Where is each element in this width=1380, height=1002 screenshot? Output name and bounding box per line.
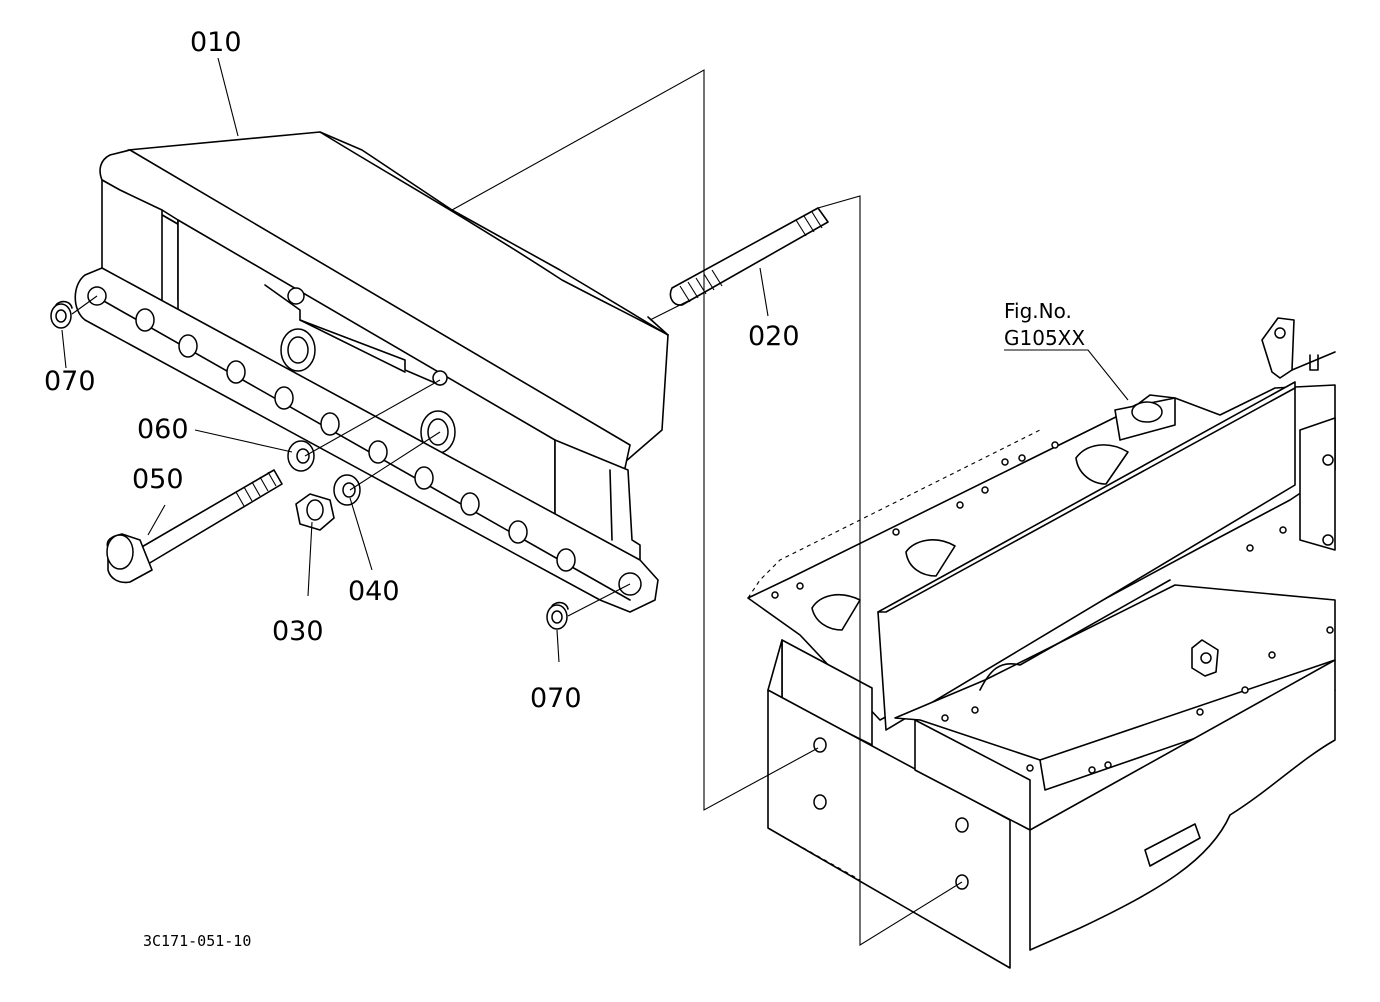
callout-020: 020 [748,321,800,352]
callout-050: 050 [132,464,184,495]
callout-070-right: 070 [530,683,582,714]
leader-lines [61,57,1129,663]
part-010-bracket [74,131,669,613]
part-040-washer [333,474,361,506]
fig-reference-number: G105XX [1004,326,1085,350]
callout-030: 030 [272,616,324,647]
fig-reference-label: Fig.No. [1004,299,1072,323]
part-060-washer [287,440,315,472]
part-070-plug-left [50,300,73,329]
part-070-plug-right [546,601,569,630]
frame-assembly [747,317,1336,969]
part-020-stud [669,207,829,306]
part-050-bolt [106,469,283,584]
callout-060: 060 [137,414,189,445]
callout-010: 010 [190,27,242,58]
assembly-lines [71,69,963,946]
part-030-nut [295,493,335,531]
drawing-code: 3C171-051-10 [143,932,251,950]
callout-070-left: 070 [44,366,96,397]
callout-040: 040 [348,576,400,607]
